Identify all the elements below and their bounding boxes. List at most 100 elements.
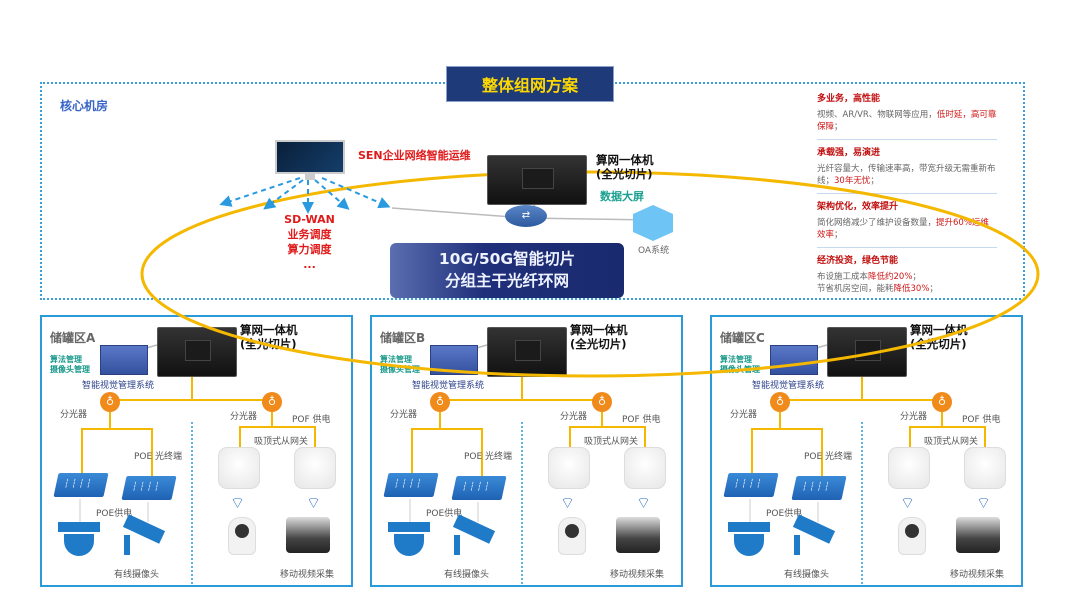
label: 智能视觉管理系统 [412, 381, 485, 391]
label: 吸顶式从网关 [254, 437, 309, 447]
label: 移动视频采集 [610, 570, 665, 580]
label: ； [834, 230, 843, 240]
label: 分光器 [230, 412, 258, 422]
label: 布设施工成本 [817, 272, 869, 282]
label: 经济投资，绿色节能 [817, 256, 899, 266]
oa-label: OA系统 [638, 246, 670, 256]
label: 10G/50G智能切片 [438, 250, 576, 268]
splitter-icon: ♁ [932, 392, 952, 412]
label: 简化网络减少了维护设备数量， [817, 218, 937, 228]
core-server-icon [487, 155, 587, 205]
label: 多业务，高性能 [817, 94, 881, 104]
vision-system-icon [100, 345, 148, 375]
data-screen-label: 数据大屏 [600, 190, 644, 203]
label: 算法管理 [50, 355, 82, 364]
label: 算法管理 [720, 355, 752, 364]
wireless-camera-icon [228, 517, 256, 555]
splitter-icon: ♁ [100, 392, 120, 412]
label: 摄像头管理 [380, 365, 420, 374]
ceiling-gateway-icon [294, 447, 336, 489]
wifi-icon: ⌔ [900, 493, 916, 512]
ceiling-gateway-icon [964, 447, 1006, 489]
storage-zone: 储罐区B 算网一体机(全光切片) 算法管理摄像头管理 智能视觉管理系统 ♁ ♁ … [370, 315, 683, 587]
dome-camera-icon [728, 522, 770, 560]
label: 分光器 [60, 410, 88, 420]
label: 分光器 [560, 412, 588, 422]
label: POF 供电 [622, 415, 661, 425]
label: POF 供电 [962, 415, 1001, 425]
ceiling-gateway-icon [218, 447, 260, 489]
benefit-item: 架构优化，效率提升 简化网络减少了维护设备数量，提升60%运维效率； [817, 201, 997, 248]
label: SD-WAN [284, 213, 335, 226]
label: 算网一体机 [570, 323, 628, 337]
label: 分组主干光纤环网 [444, 272, 569, 290]
benefit-item: 经济投资，绿色节能 布设施工成本降低约20%； 节省机房空间，能耗降低30%； [817, 255, 997, 301]
label: ； [834, 122, 843, 132]
router-icon: ⇄ [505, 205, 547, 227]
label: 30年无忧 [834, 176, 871, 186]
label: 分光器 [900, 412, 928, 422]
poe-switch-icon [383, 473, 439, 497]
label: 低时延，高可靠保障 [817, 110, 997, 132]
label: ； [870, 176, 879, 186]
label: 吸顶式从网关 [584, 437, 639, 447]
label: 分光器 [730, 410, 758, 420]
monitor-icon [275, 140, 345, 182]
label: 有线摄像头 [784, 570, 830, 580]
zone-title: 储罐区A [50, 331, 96, 345]
poe-switch-icon [723, 473, 779, 497]
label: ； [929, 284, 938, 294]
dome-camera-icon [388, 522, 430, 560]
poe-switch-icon [451, 476, 507, 500]
label: 降低30% [893, 284, 930, 294]
label: ... [303, 258, 316, 271]
label: (全光切片) [596, 167, 653, 181]
label: 算网一体机 [596, 153, 654, 167]
wifi-icon: ⌔ [636, 493, 652, 512]
label: POE 光终端 [134, 452, 183, 462]
backbone-banner: 10G/50G智能切片分组主干光纤环网 [390, 243, 624, 298]
label: 视频、AR/VR、物联网等应用， [817, 110, 937, 120]
benefit-item: 多业务，高性能 视频、AR/VR、物联网等应用，低时延，高可靠保障； [817, 93, 997, 140]
core-server-label: 算网一体机(全光切片) [596, 153, 654, 181]
robot-icon [616, 517, 660, 553]
label: (全光切片) [240, 337, 297, 351]
label: 智能视觉管理系统 [752, 381, 825, 391]
label: 有线摄像头 [444, 570, 490, 580]
label: 移动视频采集 [950, 570, 1005, 580]
label: POF 供电 [292, 415, 331, 425]
ceiling-gateway-icon [548, 447, 590, 489]
vision-system-icon [770, 345, 818, 375]
benefit-item: 承载强，易演进 光纤容量大，传输速率高，带宽升级无需重新布线；30年无忧； [817, 147, 997, 194]
label: 算力调度 [287, 243, 332, 256]
label: ； [912, 272, 921, 282]
label: 架构优化，效率提升 [817, 202, 899, 212]
label: 有线摄像头 [114, 570, 160, 580]
label: 分光器 [390, 410, 418, 420]
poe-switch-icon [791, 476, 847, 500]
robot-icon [956, 517, 1000, 553]
label: 算法管理 [380, 355, 412, 364]
splitter-icon: ♁ [592, 392, 612, 412]
poe-switch-icon [121, 476, 177, 500]
label: 智能视觉管理系统 [82, 381, 155, 391]
wifi-icon: ⌔ [306, 493, 322, 512]
label: 节省机房空间，能耗 [817, 284, 894, 294]
zone-title: 储罐区C [720, 331, 765, 345]
label: 摄像头管理 [50, 365, 90, 374]
dome-camera-icon [58, 522, 100, 560]
wifi-icon: ⌔ [560, 493, 576, 512]
label: POE供电 [96, 509, 133, 519]
core-room-label: 核心机房 [60, 99, 109, 113]
label: 承载强，易演进 [817, 148, 881, 158]
label: (全光切片) [570, 337, 627, 351]
wireless-camera-icon [898, 517, 926, 555]
robot-icon [286, 517, 330, 553]
vision-system-icon [430, 345, 478, 375]
label: 算网一体机 [240, 323, 298, 337]
zone-title: 储罐区B [380, 331, 426, 345]
label: (全光切片) [910, 337, 967, 351]
wifi-icon: ⌔ [230, 493, 246, 512]
splitter-icon: ♁ [770, 392, 790, 412]
